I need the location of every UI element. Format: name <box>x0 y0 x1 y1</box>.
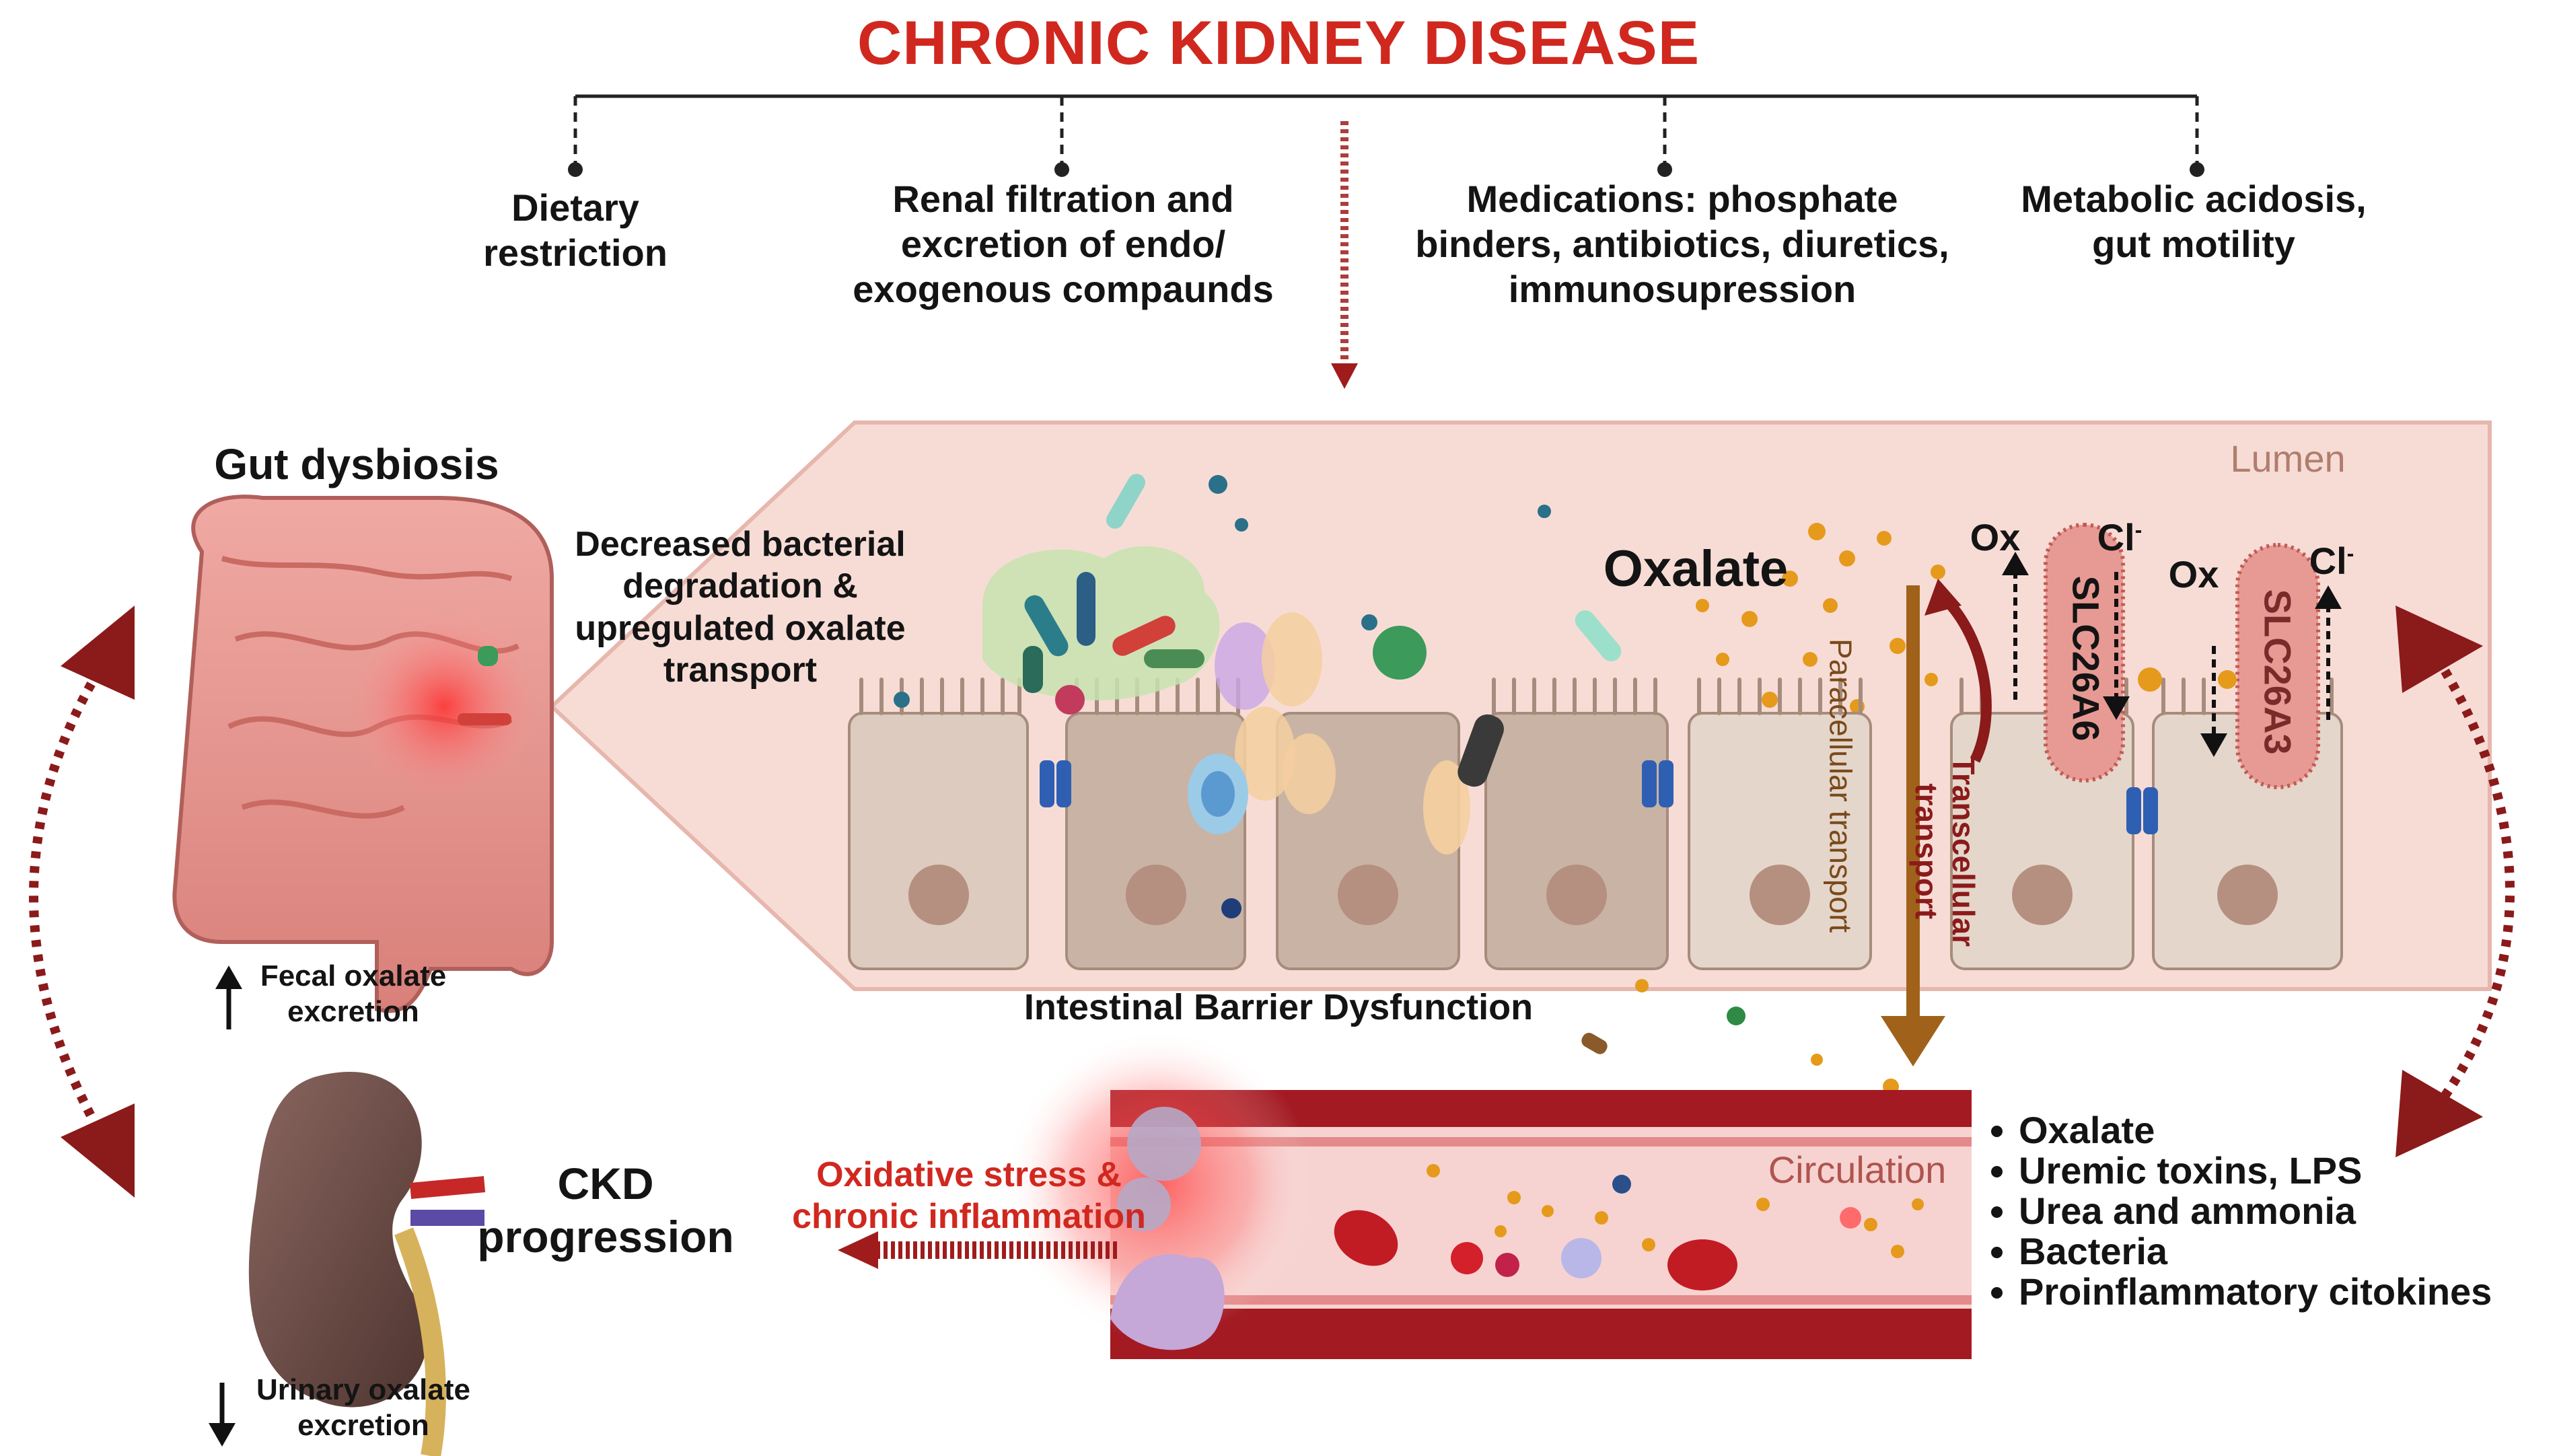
transporter-slc26a3-label: SLC26A3 <box>2256 589 2299 755</box>
transporter-slc26a6-label: SLC26A6 <box>2064 575 2108 741</box>
blood-particles <box>1427 1164 1924 1258</box>
gut-dysbiosis-title: Gut dysbiosis <box>214 440 499 488</box>
immune-cell-icon <box>1188 612 1504 918</box>
systemic-cycle-arrow <box>2396 606 2515 1157</box>
exchange-arrows <box>2013 572 2330 733</box>
ox-label-2: Ox <box>2168 553 2219 595</box>
list-item: Proinflammatory citokines <box>2019 1272 2492 1312</box>
bacteria-icon <box>894 474 1622 715</box>
list-item: Bacteria <box>2019 1231 2492 1272</box>
ox-label-1: Ox <box>1970 516 2021 558</box>
transcellular-label: Transcellular transport <box>1909 756 1982 947</box>
stress-arrow <box>838 1231 1117 1269</box>
transporter-icon <box>2044 523 2320 789</box>
factor-bracket <box>568 94 2204 177</box>
red-blood-cell-icon <box>1334 1207 1861 1290</box>
paracellular-label: Paracellular transport <box>1823 638 1859 933</box>
list-item: Uremic toxins, LPS <box>2019 1151 2492 1191</box>
exchange-arrowheads <box>2002 552 2342 757</box>
transcellular-arrow <box>1934 587 1992 763</box>
intestine-panel <box>548 421 2492 991</box>
colon-icon <box>172 495 554 1013</box>
gut-kidney-cycle-arrow <box>29 606 135 1198</box>
cell-nuclei <box>908 865 2278 925</box>
circulating-factors-list: Oxalate Uremic toxins, LPS Urea and ammo… <box>1978 1110 2492 1312</box>
list-item: Urea and ammonia <box>2019 1191 2492 1231</box>
oxidative-stress-label: Oxidative stress &chronic inflammation <box>792 1155 1146 1237</box>
barrier-dysfunction-label: Intestinal Barrier Dysfunction <box>1023 987 1534 1027</box>
factor-metabolic: Metabolic acidosis,gut motility <box>2021 178 2367 266</box>
paracellular-arrow <box>1881 585 1945 1066</box>
cl-label-2: Cl- <box>2309 540 2354 582</box>
cl-label-1: Cl- <box>2097 516 2143 558</box>
spill-particles <box>1581 979 1899 1095</box>
circulation-label: Circulation <box>1768 1149 1947 1191</box>
urinary-down-arrow-icon <box>209 1383 236 1447</box>
ckd-influence-arrow <box>1331 121 1358 389</box>
oxalate-label: Oxalate <box>1603 540 1789 597</box>
blood-immune-cells <box>1495 1175 1631 1278</box>
tight-junction-icon <box>1040 760 2158 834</box>
page-title: CHRONIC KIDNEY DISEASE <box>857 9 1700 77</box>
fecal-up-arrow-icon <box>215 966 242 1029</box>
inflammation-glow <box>1003 1029 1312 1350</box>
kidney-icon <box>248 1071 486 1456</box>
lumen-label: Lumen <box>2230 437 2346 480</box>
list-item: Oxalate <box>2019 1110 2492 1151</box>
